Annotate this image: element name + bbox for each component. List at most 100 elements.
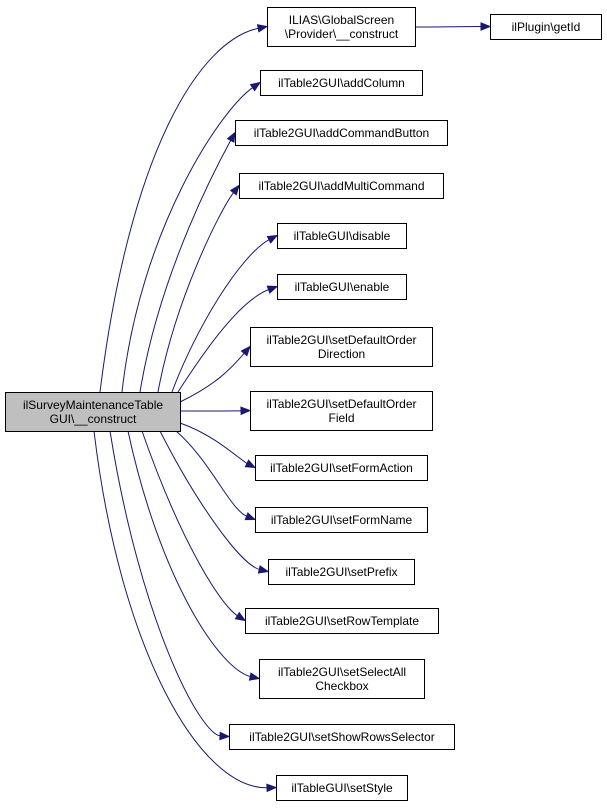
edge-line <box>179 352 246 403</box>
node-box <box>490 14 602 40</box>
node-n5[interactable]: ilTableGUI\disable <box>277 223 407 249</box>
edge-root-to-n11 <box>159 430 270 574</box>
node-label: ilSurveyMaintenanceTable <box>23 398 163 412</box>
edge-root-to-n4 <box>157 184 240 393</box>
node-label: Field <box>328 411 354 425</box>
edge-line <box>109 430 222 737</box>
node-box <box>235 120 448 146</box>
node-box <box>255 507 428 533</box>
node-box <box>5 392 181 432</box>
edge-root-to-n10 <box>175 430 257 521</box>
edge-root-to-n12 <box>141 430 247 622</box>
edge-root-to-n9 <box>179 422 257 469</box>
node-box <box>259 659 425 699</box>
node-n3[interactable]: ilTable2GUI\addCommandButton <box>235 120 448 146</box>
node-label: ilTable2GUI\setPrefix <box>285 565 397 579</box>
node-n2[interactable]: ilTable2GUI\addColumn <box>260 70 423 96</box>
edge-line <box>177 288 270 393</box>
arrow-head-icon <box>248 672 261 681</box>
edge-line <box>139 139 232 393</box>
edge-root-to-n13 <box>127 430 261 681</box>
node-label: ilTable2GUI\setFormAction <box>270 461 413 475</box>
edges-layer <box>93 22 492 793</box>
edge-line <box>159 430 261 571</box>
edge-root-to-n14 <box>109 430 231 741</box>
node-label: ilTableGUI\disable <box>294 229 391 243</box>
node-box <box>260 70 423 96</box>
node-box <box>255 455 428 481</box>
node-n9[interactable]: ilTable2GUI\setFormAction <box>255 455 428 481</box>
arrow-head-icon <box>257 565 270 574</box>
edge-line <box>99 27 260 393</box>
edge-line <box>93 430 269 789</box>
edge-root-to-n6 <box>177 285 279 393</box>
node-label: ilTable2GUI\setRowTemplate <box>265 614 419 628</box>
node-n14[interactable]: ilTable2GUI\setShowRowsSelector <box>229 724 455 750</box>
edge-line <box>141 430 239 617</box>
node-n6[interactable]: ilTableGUI\enable <box>277 274 407 300</box>
node-label: ilTableGUI\enable <box>295 280 390 294</box>
edge-line <box>414 26 483 28</box>
node-box <box>239 173 444 199</box>
edge-line <box>171 238 271 393</box>
node-label: GUI\__construct <box>50 412 137 426</box>
edge-line <box>127 430 252 678</box>
node-n11[interactable]: ilTable2GUI\setPrefix <box>268 559 415 585</box>
node-label: ilTable2GUI\setShowRowsSelector <box>249 730 434 744</box>
edge-line <box>121 86 254 393</box>
node-label: ilTable2GUI\addCommandButton <box>254 126 429 140</box>
node-box <box>250 391 433 431</box>
node-label: ilPlugin\getId <box>512 20 581 34</box>
node-n1[interactable]: ILIAS\GlobalScreen\Provider\__construct <box>267 7 416 47</box>
arrow-head-icon <box>256 24 269 33</box>
arrow-head-icon <box>266 285 279 294</box>
node-label: ilTable2GUI\addColumn <box>278 76 405 90</box>
arrow-head-icon <box>244 512 257 521</box>
edge-root-to-n5 <box>171 234 279 393</box>
arrow-head-icon <box>249 81 262 92</box>
arrow-head-icon <box>219 731 231 741</box>
edge-line <box>157 191 235 393</box>
arrow-head-icon <box>234 611 247 622</box>
edge-line <box>179 422 249 465</box>
node-n16[interactable]: ilPlugin\getId <box>490 14 602 40</box>
node-box <box>277 274 407 300</box>
edge-root-to-n8 <box>179 406 252 416</box>
node-label: ILIAS\GlobalScreen <box>289 13 394 27</box>
node-box <box>276 775 408 801</box>
edge-n1-to-n16 <box>414 22 492 31</box>
node-n15[interactable]: ilTableGUI\setStyle <box>276 775 408 801</box>
node-label: ilTable2GUI\setFormName <box>271 513 413 527</box>
node-label: Checkbox <box>315 679 368 693</box>
edge-root-to-n2 <box>121 81 262 393</box>
arrow-head-icon <box>229 184 240 196</box>
node-label: ilTable2GUI\setDefaultOrder <box>266 333 416 347</box>
node-label: ilTable2GUI\setDefaultOrder <box>266 397 416 411</box>
edge-root-to-n15 <box>93 430 278 793</box>
node-n10[interactable]: ilTable2GUI\setFormName <box>255 507 428 533</box>
arrow-head-icon <box>266 783 278 793</box>
node-box <box>267 7 416 47</box>
node-n4[interactable]: ilTable2GUI\addMultiCommand <box>239 173 444 199</box>
node-label: ilTable2GUI\addMultiCommand <box>258 179 424 193</box>
arrow-head-icon <box>244 459 257 469</box>
edge-line <box>175 430 248 518</box>
node-n12[interactable]: ilTable2GUI\setRowTemplate <box>245 608 439 634</box>
node-box <box>245 608 439 634</box>
node-label: ilTableGUI\setStyle <box>291 781 393 795</box>
arrow-head-icon <box>240 345 251 357</box>
node-label: Direction <box>318 347 365 361</box>
edge-root-to-n7 <box>179 345 251 403</box>
arrow-head-icon <box>266 234 279 244</box>
arrow-head-icon <box>480 22 492 31</box>
edge-root-to-n1 <box>99 24 269 393</box>
node-box <box>277 223 407 249</box>
node-box <box>268 559 415 585</box>
arrow-head-icon <box>226 131 236 143</box>
